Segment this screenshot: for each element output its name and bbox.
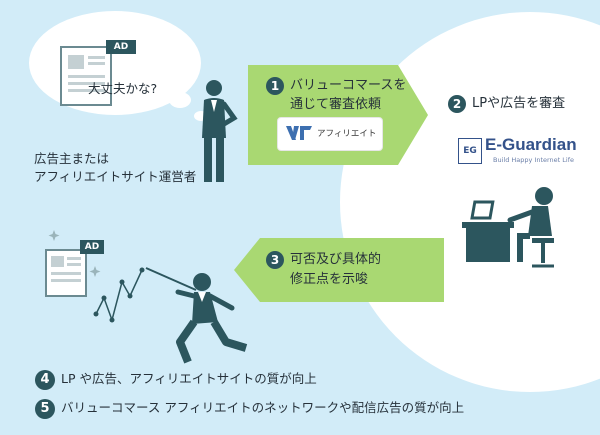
step3-arrow <box>234 238 444 302</box>
step4-text: LP や広告、アフィリエイトサイトの質が向上 <box>61 371 317 386</box>
step4-number: 4 <box>35 369 55 390</box>
step2-label: LPや広告を審査 <box>472 96 566 111</box>
advertiser-label-line2: アフィリエイトサイト運営者 <box>34 169 197 184</box>
step5-text: バリューコマース アフィリエイトのネットワークや配信広告の質が向上 <box>61 400 465 415</box>
step3-line1: 可否及び具体的 <box>290 252 382 267</box>
step4-row: 4 LP や広告、アフィリエイトサイトの質が向上 <box>35 368 317 390</box>
step3-number: 3 <box>266 250 284 269</box>
presenter-with-growth-line-icon <box>93 267 248 364</box>
eguardian-logo-tagline: Build Happy Internet Life <box>493 156 575 164</box>
ad-badge: AD <box>106 40 136 54</box>
step3-line2: 修正点を示唆 <box>290 272 369 287</box>
advertiser-label-line1: 広告主または <box>34 151 110 166</box>
eguardian-logo-name: E-Guardian <box>485 135 577 154</box>
step1-text: 1 バリューコマースを <box>266 76 406 95</box>
step2-number: 2 <box>448 94 466 113</box>
thought-text: 大丈夫かな? <box>88 81 158 96</box>
ad-document-icon <box>60 46 112 106</box>
step1-line1: バリューコマースを <box>290 78 407 93</box>
step2-text: 2 LPや広告を審査 <box>448 94 565 113</box>
step1-number: 1 <box>266 76 284 95</box>
ad-badge-2: AD <box>80 240 104 254</box>
step3-text: 3 可否及び具体的 <box>266 250 381 269</box>
improved-ad-document-icon <box>45 230 101 297</box>
affiliate-logo: アフィリエイト <box>278 118 382 150</box>
businessman-icon <box>202 80 238 182</box>
step1-line2: 通じて審査依頼 <box>290 97 382 112</box>
valuecommerce-logo-icon <box>286 126 312 140</box>
eguardian-logo-mark: EG <box>458 138 482 164</box>
step5-row: 5 バリューコマース アフィリエイトのネットワークや配信広告の質が向上 <box>35 397 464 419</box>
step5-number: 5 <box>35 398 55 419</box>
reviewer-at-desk-icon <box>462 187 554 268</box>
affiliate-logo-text: アフィリエイト <box>317 129 377 139</box>
